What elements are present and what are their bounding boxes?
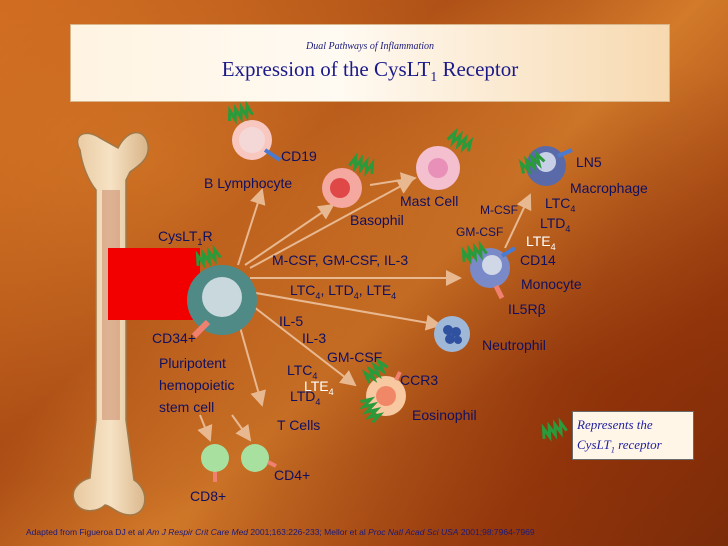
label-il3: IL-3 — [302, 330, 327, 346]
arrow-to-t-cells — [237, 319, 266, 407]
lt-sub-3: 4 — [391, 290, 397, 301]
legend-text: Represents the CysLT1 receptor — [577, 415, 695, 460]
lte4-eos-sub: 4 — [328, 386, 334, 397]
ltc4-eos-sub: 4 — [312, 370, 318, 381]
legend-line-2-sub: 1 — [610, 444, 615, 455]
ltc4-sub: 4 — [570, 203, 576, 214]
label-stem-cell-2: hemopoietic — [159, 377, 235, 393]
label-ltc4-macrophage: LTC4 — [545, 195, 575, 214]
arrow-to-cd8 — [197, 414, 213, 442]
label-lte4-eos: LTE4 — [304, 378, 334, 397]
title-box: Dual Pathways of Inflammation Expression… — [70, 24, 670, 102]
label-il5r: IL5Rβ — [508, 301, 546, 317]
ltd4-eos-sub: 4 — [315, 396, 321, 407]
arrow-to-cd4 — [231, 414, 252, 442]
ltc4-eos-text: LTC — [287, 362, 313, 378]
b-lymphocyte-cell — [225, 103, 282, 162]
label-mast-cell: Mast Cell — [400, 193, 459, 209]
label-gm-csf: GM-CSF — [327, 349, 383, 365]
footer-journal1: Am J Respir Crit Care Med — [146, 527, 249, 537]
ltd4-eos-text: LTD — [290, 388, 316, 404]
label-basophil: Basophil — [350, 212, 404, 228]
label-gm-csf-short: GM-CSF — [456, 225, 504, 239]
legend-line-2-b: receptor — [614, 437, 662, 452]
arrow-to-neutrophil — [249, 291, 442, 331]
arrow-basophil-mast — [369, 172, 417, 189]
label-cd34: CD34+ — [152, 330, 196, 346]
basophil-cell — [322, 154, 377, 208]
label-cytokines: M-CSF, GM-CSF, IL-3 — [272, 252, 409, 268]
label-t-cells: T Cells — [277, 417, 321, 433]
label-lte4-macrophage: LTE4 — [526, 233, 556, 252]
label-cd19: CD19 — [281, 148, 317, 164]
label-stem-cell-1: Pluripotent — [159, 355, 226, 371]
ltc4-text: LTC — [545, 195, 571, 211]
monocyte-cell — [459, 242, 517, 300]
label-ltc4-eos: LTC4 — [287, 362, 317, 381]
stem-cell — [187, 246, 257, 339]
label-ccr3: CCR3 — [400, 372, 439, 388]
footer-part2: 2001;163:226-233; Mellor et al — [248, 527, 369, 537]
lt-sub-2: 4 — [353, 290, 359, 301]
lt-c: , LTE — [358, 282, 392, 298]
arrows — [197, 172, 532, 442]
legend-box: Represents the CysLT1 receptor — [572, 411, 694, 460]
slide-title: Expression of the CysLT1 Receptor — [71, 57, 669, 85]
legend-line-2-a: CysLT — [577, 437, 611, 452]
macrophage-cell — [517, 146, 573, 186]
lte4-sub: 4 — [550, 241, 556, 252]
arrow-to-mast-cell — [249, 179, 414, 269]
label-ltd4-macrophage: LTD4 — [540, 215, 570, 234]
label-m-csf: M-CSF — [480, 203, 518, 217]
arrow-to-b-lymphocyte — [237, 188, 266, 266]
legend-line-2: CysLT1 receptor — [577, 435, 695, 460]
label-eosinophil: Eosinophil — [412, 407, 477, 423]
lt-b: , LTD — [320, 282, 354, 298]
footer-part3: 2001;98:7964-7969 — [458, 527, 535, 537]
arrow-to-eosinophil — [244, 299, 357, 387]
cyslt-r-text: CysLT — [158, 228, 198, 244]
label-b-lymphocyte: B Lymphocyte — [204, 175, 293, 191]
cyslt-r-end: R — [202, 228, 213, 244]
cd8-t-cell — [201, 444, 229, 482]
label-stem-cell-3: stem cell — [159, 399, 215, 415]
footer-part1: Adapted from Figueroa DJ et al — [26, 527, 147, 537]
cyslt-r-sub: 1 — [197, 236, 203, 247]
label-macrophage: Macrophage — [570, 180, 648, 196]
ltd4-sub: 4 — [565, 223, 571, 234]
arrow-to-basophil — [244, 203, 335, 266]
cd4-t-cell — [241, 444, 277, 472]
label-il5: IL-5 — [279, 313, 304, 329]
lt-sub-1: 4 — [315, 290, 321, 301]
mast-cell — [416, 129, 475, 190]
bone-marrow-highlight — [108, 248, 200, 320]
footer-journal2: Proc Natl Acad Sci USA — [368, 527, 459, 537]
label-monocyte: Monocyte — [521, 276, 582, 292]
neutrophil-cell — [434, 316, 470, 352]
slide-subtitle: Dual Pathways of Inflammation — [305, 41, 435, 52]
label-ln5: LN5 — [576, 154, 602, 170]
legend-line-1: Represents the — [577, 417, 653, 432]
title-main: Expression of the CysLT — [221, 57, 431, 81]
legend-receptor-icon — [539, 419, 569, 441]
ltd4-text: LTD — [540, 215, 566, 231]
title-sub: 1 — [430, 69, 438, 85]
eosinophil-cell — [359, 358, 406, 424]
arrow-to-macrophage — [504, 193, 532, 249]
label-cd14: CD14 — [520, 252, 556, 268]
label-cd8: CD8+ — [190, 488, 227, 504]
label-leukotrienes: LTC4, LTD4, LTE4 — [290, 282, 396, 301]
label-ltd4-eos: LTD4 — [290, 388, 320, 407]
citation-footer: Adapted from Figueroa DJ et al Am J Resp… — [26, 527, 535, 537]
label-cyslt-r: CysLT1R — [158, 228, 213, 247]
title-end: Receptor — [437, 57, 519, 81]
lte4-eos-text: LTE — [304, 378, 329, 394]
lt-a: LTC — [290, 282, 316, 298]
label-neutrophil: Neutrophil — [482, 337, 546, 353]
lte4-text: LTE — [526, 233, 551, 249]
label-cd4: CD4+ — [274, 467, 311, 483]
